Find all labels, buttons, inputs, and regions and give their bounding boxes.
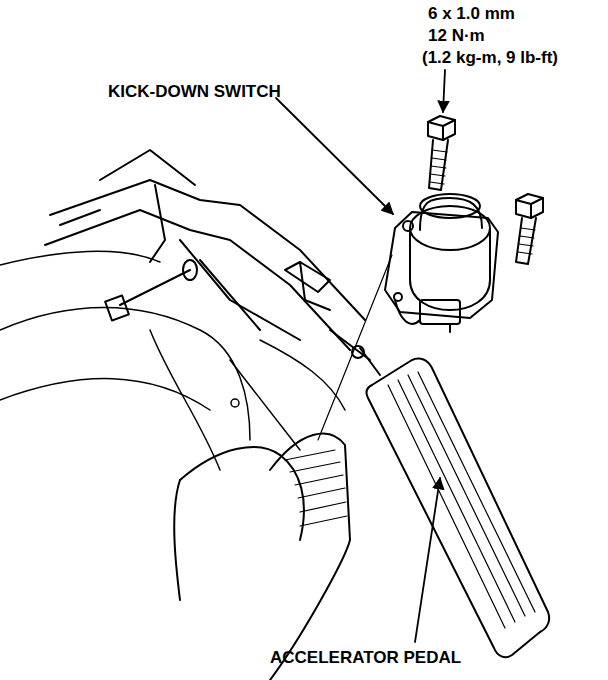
kick-down-switch-drawing: [385, 194, 498, 332]
pedal-bracket: [45, 150, 370, 360]
part-label: 6 x 1.0 mm: [428, 4, 515, 24]
brake-pedal: [174, 434, 350, 680]
accelerator-pedal-drawing: [360, 348, 549, 657]
leader-line: [276, 70, 445, 642]
part-label: (1.2 kg-m, 9 lb-ft): [422, 48, 558, 68]
floor-panel: [0, 251, 345, 470]
part-label: KICK-DOWN SWITCH: [108, 82, 281, 102]
part-label: ACCELERATOR PEDAL: [270, 648, 461, 668]
bolt: [516, 194, 543, 264]
part-label: 12 N·m: [428, 26, 485, 46]
bolt: [428, 116, 455, 190]
